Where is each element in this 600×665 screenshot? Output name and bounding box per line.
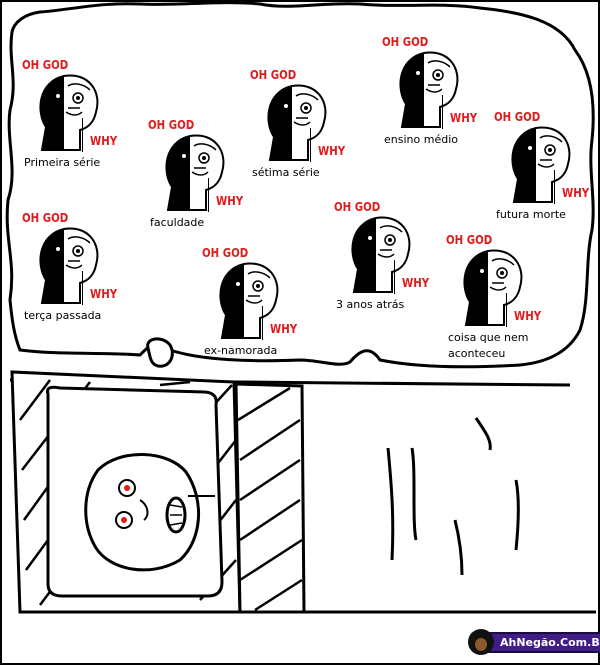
oh-god-text: OH GOD <box>382 35 429 49</box>
watermark-logo[interactable]: AhNegão.Com.Br <box>468 628 600 656</box>
memory-label: ex-namorada <box>204 344 278 357</box>
memory-label: Primeira série <box>24 156 101 169</box>
oh-god-why-face-icon <box>506 124 600 244</box>
memory-label-line2: aconteceu <box>448 347 506 360</box>
memory-oh-god-why: OH GOD WHY coisa que nem aconteceu <box>446 233 566 373</box>
oh-god-text: OH GOD <box>250 68 297 82</box>
blanket-edge <box>234 382 306 614</box>
oh-god-text: OH GOD <box>22 58 69 72</box>
logo-mascot-icon <box>468 629 494 655</box>
why-text: WHY <box>270 322 298 336</box>
memory-oh-god-why: OH GOD WHY faculdade <box>148 118 268 258</box>
why-text: WHY <box>216 194 244 208</box>
memory-oh-god-why: OH GOD WHY sétima série <box>250 68 370 208</box>
memory-label: futura morte <box>496 208 566 221</box>
oh-god-why-face-icon <box>394 49 504 169</box>
oh-god-text: OH GOD <box>446 233 493 247</box>
memory-oh-god-why: OH GOD WHY futura morte <box>494 110 600 250</box>
why-text: WHY <box>402 276 430 290</box>
why-text: WHY <box>450 111 478 125</box>
why-text: WHY <box>318 144 346 158</box>
oh-god-text: OH GOD <box>148 118 195 132</box>
oh-god-why-face-icon <box>214 260 324 380</box>
oh-god-why-face-icon <box>34 225 144 345</box>
oh-god-text: OH GOD <box>202 246 249 260</box>
memory-label: terça passada <box>24 309 102 322</box>
thought-bubble-large <box>146 337 174 368</box>
memory-oh-god-why: OH GOD WHY ex-namorada <box>202 246 322 386</box>
oh-god-text: OH GOD <box>22 211 69 225</box>
oh-god-why-face-icon <box>160 132 270 252</box>
why-text: WHY <box>90 287 118 301</box>
memory-label: ensino médio <box>384 133 458 146</box>
memory-label: 3 anos atrás <box>336 298 405 311</box>
oh-god-text: OH GOD <box>334 200 381 214</box>
oh-god-why-face-icon <box>458 247 568 367</box>
blanket-folds <box>386 417 520 576</box>
memory-label: faculdade <box>150 216 205 229</box>
why-text: WHY <box>562 186 590 200</box>
memory-oh-god-why: OH GOD WHY Primeira série <box>22 58 142 198</box>
oh-god-why-face-icon <box>346 214 456 334</box>
memory-oh-god-why: OH GOD WHY terça passada <box>22 211 142 351</box>
oh-god-text: OH GOD <box>494 110 541 124</box>
memory-label: coisa que nem <box>448 331 529 344</box>
why-text: WHY <box>90 134 118 148</box>
memory-oh-god-why: OH GOD WHY 3 anos atrás <box>334 200 454 340</box>
sleepless-face <box>84 453 201 572</box>
oh-god-why-face-icon <box>262 82 372 202</box>
oh-god-why-face-icon <box>34 72 144 192</box>
watermark-text: AhNegão.Com.Br <box>480 631 600 653</box>
memory-label: sétima série <box>252 166 320 179</box>
memory-oh-god-why: OH GOD WHY ensino médio <box>382 35 502 175</box>
why-text: WHY <box>514 309 542 323</box>
